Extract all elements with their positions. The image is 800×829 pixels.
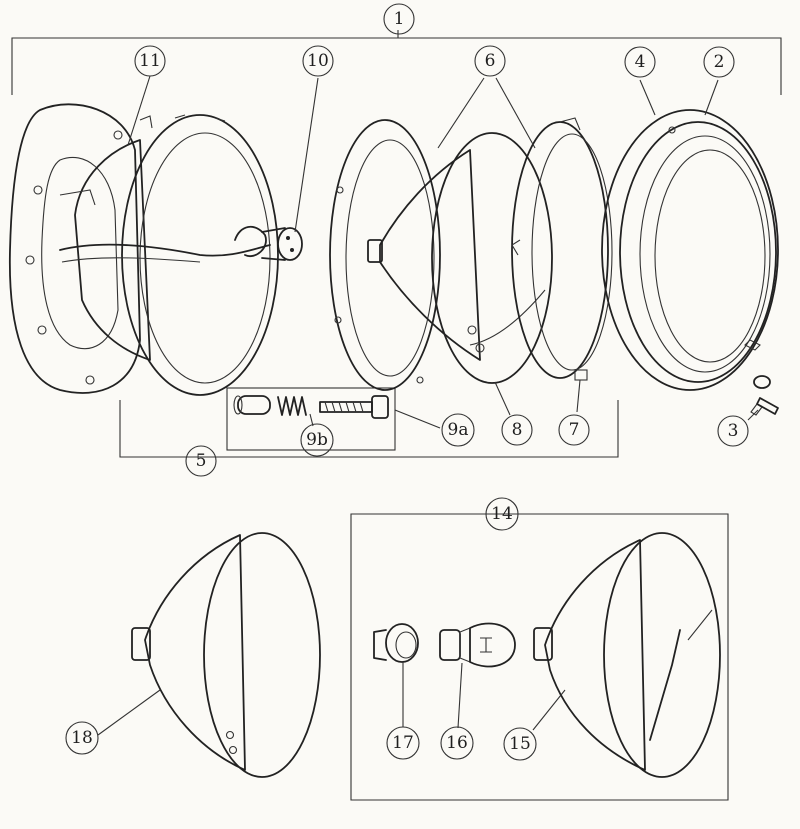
callout-6: 6 (474, 45, 506, 77)
callout-3: 3 (717, 415, 749, 447)
svg-text:4: 4 (635, 52, 646, 72)
svg-text:8: 8 (512, 420, 523, 440)
rim-gasket-part-4 (601, 109, 779, 391)
assembly-bracket-5 (119, 400, 619, 458)
callout-15: 15 (503, 727, 537, 761)
svg-text:7: 7 (569, 420, 580, 440)
svg-text:18: 18 (71, 728, 93, 748)
leader-lines-top (127, 75, 719, 233)
lamp-body-part-10 (59, 114, 303, 396)
callout-16: 16 (440, 726, 474, 760)
callout-17: 17 (386, 726, 420, 760)
svg-text:9a: 9a (448, 420, 469, 440)
svg-text:11: 11 (139, 51, 161, 71)
adjuster-group (226, 387, 441, 451)
svg-text:5: 5 (196, 451, 207, 471)
callout-10: 10 (302, 45, 334, 77)
svg-text:1: 1 (394, 9, 405, 29)
seating-gasket-part-11 (8, 103, 141, 394)
outer-rim-part-2 (619, 121, 777, 383)
light-unit-part-15 (532, 532, 721, 778)
seating-rim-part-6 (329, 119, 441, 391)
svg-text:10: 10 (307, 51, 329, 71)
callout-7: 7 (558, 414, 590, 446)
svg-text:3: 3 (728, 421, 739, 441)
adjuster-sleeve (233, 395, 271, 415)
fixing-screw-part-3 (747, 375, 779, 421)
retaining-rim-part-7 (511, 117, 613, 413)
callout-9a: 9a (441, 413, 475, 447)
svg-text:15: 15 (509, 734, 531, 754)
callout-18: 18 (65, 721, 99, 755)
svg-text:17: 17 (392, 733, 414, 753)
assembly-bracket-1 (11, 30, 782, 95)
light-unit-part-18 (97, 532, 321, 778)
bulb-part-16 (439, 622, 516, 729)
light-unit-part-8 (367, 132, 553, 416)
callout-8: 8 (501, 414, 533, 446)
adjuster-spring-part-9b (277, 396, 307, 416)
callout-14: 14 (485, 497, 519, 531)
assembly-box-14 (350, 513, 729, 801)
bulb-connector-plug (261, 227, 303, 261)
svg-text:2: 2 (714, 52, 725, 72)
callout-4: 4 (624, 46, 656, 78)
callout-11: 11 (134, 45, 166, 77)
adjuster-screw-part-9a (319, 395, 389, 419)
svg-text:16: 16 (446, 733, 468, 753)
svg-text:14: 14 (491, 504, 513, 524)
svg-text:9b: 9b (306, 430, 328, 450)
callout-9b: 9b (300, 423, 334, 457)
svg-text:6: 6 (485, 51, 496, 71)
bulb-holder-part-17 (373, 623, 419, 727)
callout-1: 1 (383, 3, 415, 35)
callout-2: 2 (703, 46, 735, 78)
callout-5: 5 (185, 445, 217, 477)
